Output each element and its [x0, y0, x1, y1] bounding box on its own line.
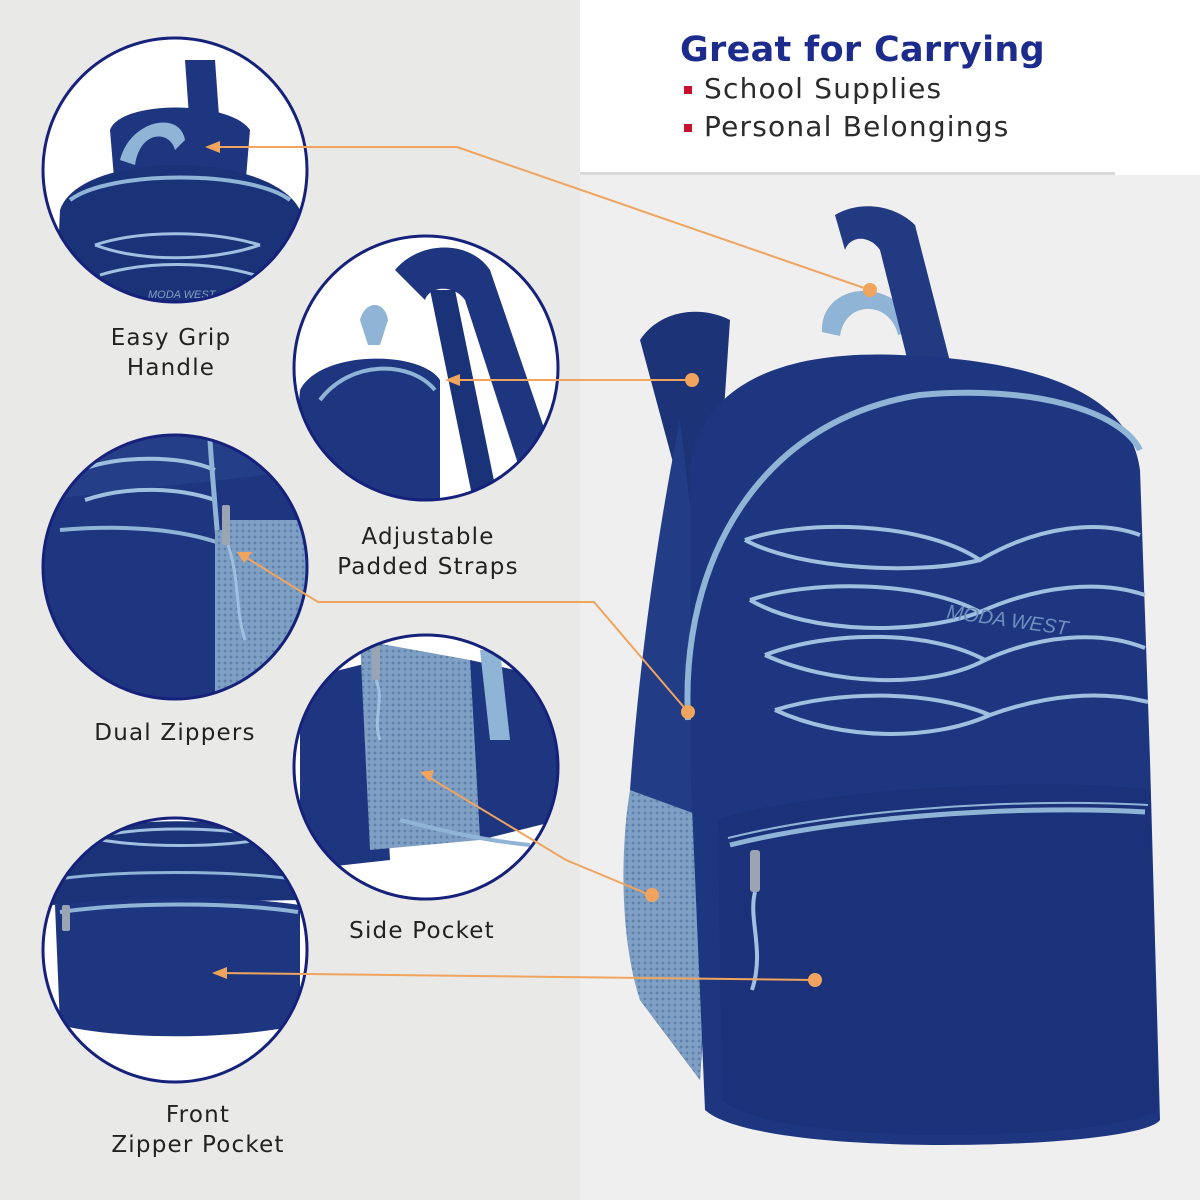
- caption-line: Adjustable: [361, 524, 495, 550]
- callout-dot-icon: [863, 283, 877, 297]
- feature-caption-front-pocket: Front Zipper Pocket: [68, 1100, 328, 1160]
- callout-dot-icon: [681, 705, 695, 719]
- bullet-item: School Supplies: [684, 72, 942, 105]
- feature-caption-handle: Easy Grip Handle: [41, 323, 301, 383]
- callout-dot-icon: [808, 973, 822, 987]
- caption-line: Zipper Pocket: [111, 1132, 285, 1158]
- callout-dot-icon: [685, 373, 699, 387]
- bullet-label: School Supplies: [704, 72, 943, 105]
- header-panel: [580, 0, 1200, 175]
- front-zipper-track: [729, 807, 1146, 848]
- top-handle: [821, 290, 915, 336]
- feature-caption-zippers: Dual Zippers: [45, 718, 305, 748]
- arrowhead-icon: [212, 967, 227, 979]
- callout-lines: [210, 146, 871, 981]
- callout-dot-icon: [645, 888, 659, 902]
- bullet-label: Personal Belongings: [704, 110, 1010, 143]
- callout-zippers: [241, 554, 689, 713]
- caption-line: Dual Zippers: [94, 720, 256, 746]
- detail-circle-straps: [292, 234, 560, 502]
- zipper-pull-icon: [750, 850, 760, 892]
- callout-markers: [205, 141, 877, 987]
- side-mesh-pocket: [623, 790, 712, 1080]
- callout-side-pocket: [424, 774, 651, 896]
- zipper-pull-icon: [62, 905, 70, 931]
- detail-circle-side-pocket: [292, 633, 560, 901]
- caption-line: Handle: [126, 355, 216, 381]
- bullet-item: Personal Belongings: [684, 110, 1009, 143]
- callout-handle: [210, 146, 871, 291]
- front-pocket-piping: [727, 801, 1149, 839]
- main-backpack: MODA WEST: [623, 206, 1160, 1146]
- bungee-cords: [744, 524, 1149, 736]
- arrowhead-icon: [420, 770, 434, 782]
- front-pocket: [718, 784, 1158, 1135]
- bullet-square-icon: [684, 123, 692, 132]
- feature-caption-side-pocket: Side Pocket: [292, 916, 552, 946]
- zipper-pull-icon: [222, 505, 230, 545]
- feature-caption-straps: Adjustable Padded Straps: [298, 522, 558, 582]
- arrowhead-icon: [237, 552, 252, 563]
- detail-circle-handle: MODA WEST: [41, 36, 309, 304]
- arrowhead-icon: [445, 374, 460, 386]
- zipper-cord: [750, 891, 760, 991]
- detail-circle-zippers: [41, 433, 309, 701]
- caption-line: Front: [165, 1102, 231, 1128]
- arrowhead-icon: [205, 141, 220, 153]
- main-zipper-track: [684, 389, 1143, 721]
- headline: Great for Carrying: [680, 30, 1045, 70]
- bullet-square-icon: [684, 85, 692, 94]
- caption-line: Side Pocket: [349, 918, 495, 944]
- caption-line: Easy Grip: [110, 325, 232, 351]
- caption-line: Padded Straps: [337, 554, 519, 580]
- header-divider: [580, 172, 1115, 175]
- callout-front-pocket: [217, 972, 816, 981]
- brand-logo: MODA WEST: [148, 289, 217, 301]
- zipper-pull-icon: [372, 645, 380, 680]
- detail-circle-front-pocket: [41, 816, 309, 1084]
